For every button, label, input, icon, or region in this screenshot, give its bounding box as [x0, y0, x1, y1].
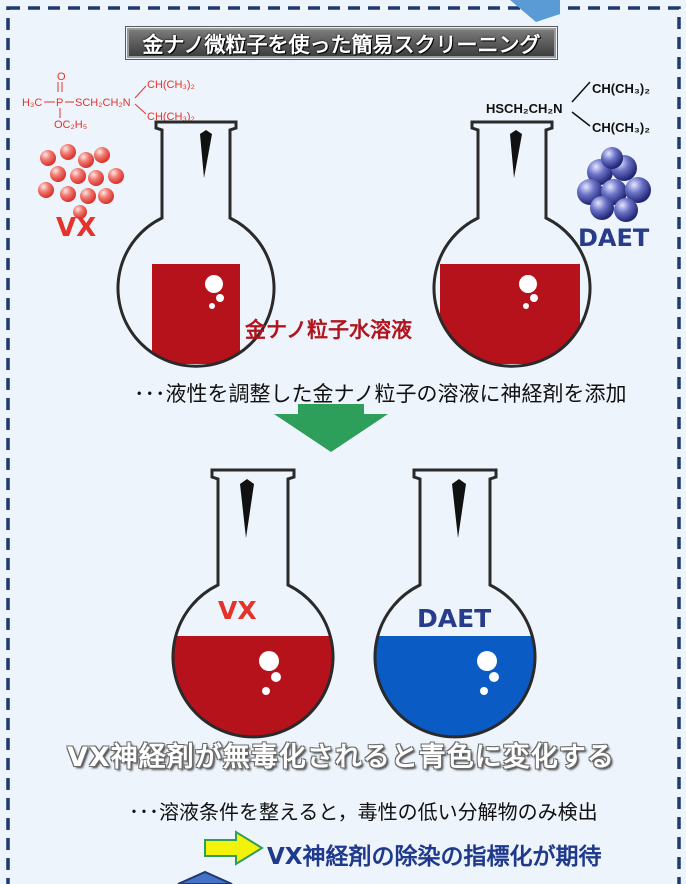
bubble [523, 303, 529, 309]
expectation-statement: VX神経剤の除染の指標化が期待 [267, 844, 602, 870]
nanoparticle [50, 166, 66, 182]
flask-gold-solution-left [116, 120, 276, 368]
vx-o-label: O [57, 71, 66, 83]
bubble [216, 294, 224, 302]
vx-oc2h5-label: OC₂H₅ [54, 119, 87, 131]
nanoparticle [108, 168, 124, 184]
bubble [489, 672, 499, 682]
bubble [209, 303, 215, 309]
nanoparticle [601, 147, 623, 169]
blue-solution-fill [375, 636, 535, 737]
red-solution-fill [173, 636, 333, 737]
vx-label: VX [56, 213, 97, 243]
vx-chain-label: SCH₂CH₂N [75, 97, 131, 109]
nanoparticle [88, 170, 104, 186]
yellow-right-arrow [204, 830, 264, 866]
diagram-title: 金ナノ微粒子を使った簡易スクリーニング [125, 26, 558, 60]
gold-solution-label: 金ナノ粒子水溶液 [245, 318, 412, 342]
bubble [262, 687, 270, 695]
vx-molecule-formula: O H₃C P SCH₂CH₂N OC₂H₅ CH(CH₃)₂ CH(CH₃)₂ [22, 71, 195, 131]
nanoparticle [94, 147, 110, 163]
nanoparticle [60, 144, 76, 160]
daet-molecule-formula: HSCH₂CH₂N CH(CH₃)₂ CH(CH₃)₂ [486, 81, 650, 135]
nanoparticle [60, 186, 76, 202]
vx-h3c-label: H₃C [22, 97, 42, 109]
daet-chain-label: HSCH₂CH₂N [486, 101, 563, 116]
nanoparticle [614, 198, 638, 222]
bubble [205, 275, 223, 293]
nanoparticle [73, 205, 87, 219]
bubble [480, 687, 488, 695]
daet-ch-top-label: CH(CH₃)₂ [592, 81, 650, 96]
step2-description: ･･･溶液条件を整えると，毒性の低い分解物のみ検出 [129, 800, 598, 824]
nanoparticle [70, 168, 86, 184]
vx-flask-label: VX [218, 596, 257, 625]
nanoparticle [590, 196, 614, 220]
bubble [530, 294, 538, 302]
daet-label: DAET [578, 224, 650, 252]
red-solution-fill [152, 264, 240, 364]
daet-flask-label: DAET [417, 604, 492, 633]
bubble [477, 651, 497, 671]
daet-ch-bottom-label: CH(CH₃)₂ [592, 120, 650, 135]
gold-nanoparticles-aggregated [577, 147, 651, 222]
nanoparticle [98, 188, 114, 204]
nanoparticle [40, 150, 56, 166]
bubble [259, 651, 279, 671]
nanoparticle [38, 182, 54, 198]
vx-ch-top-label: CH(CH₃)₂ [147, 79, 195, 91]
step1-description: ･･･液性を調整した金ナノ粒子の溶液に神経剤を添加 [134, 382, 627, 406]
bubble [519, 275, 537, 293]
vx-p-label: P [56, 97, 63, 109]
bottom-blue-arrow-tip [177, 870, 233, 884]
dashed-frame [6, 6, 681, 884]
top-blue-arrow-tip [510, 0, 560, 22]
nanoparticle [78, 152, 94, 168]
bubble [271, 672, 281, 682]
green-down-arrow [274, 404, 388, 452]
nanoparticle [625, 177, 651, 203]
gold-nanoparticles-dispersed [38, 144, 124, 219]
result-statement: VX神経剤が無毒化されると青色に変化する [67, 742, 615, 773]
flask-gold-solution-right [432, 120, 592, 368]
vx-ch-bottom-label: CH(CH₃)₂ [147, 111, 195, 123]
nanoparticle [80, 188, 96, 204]
